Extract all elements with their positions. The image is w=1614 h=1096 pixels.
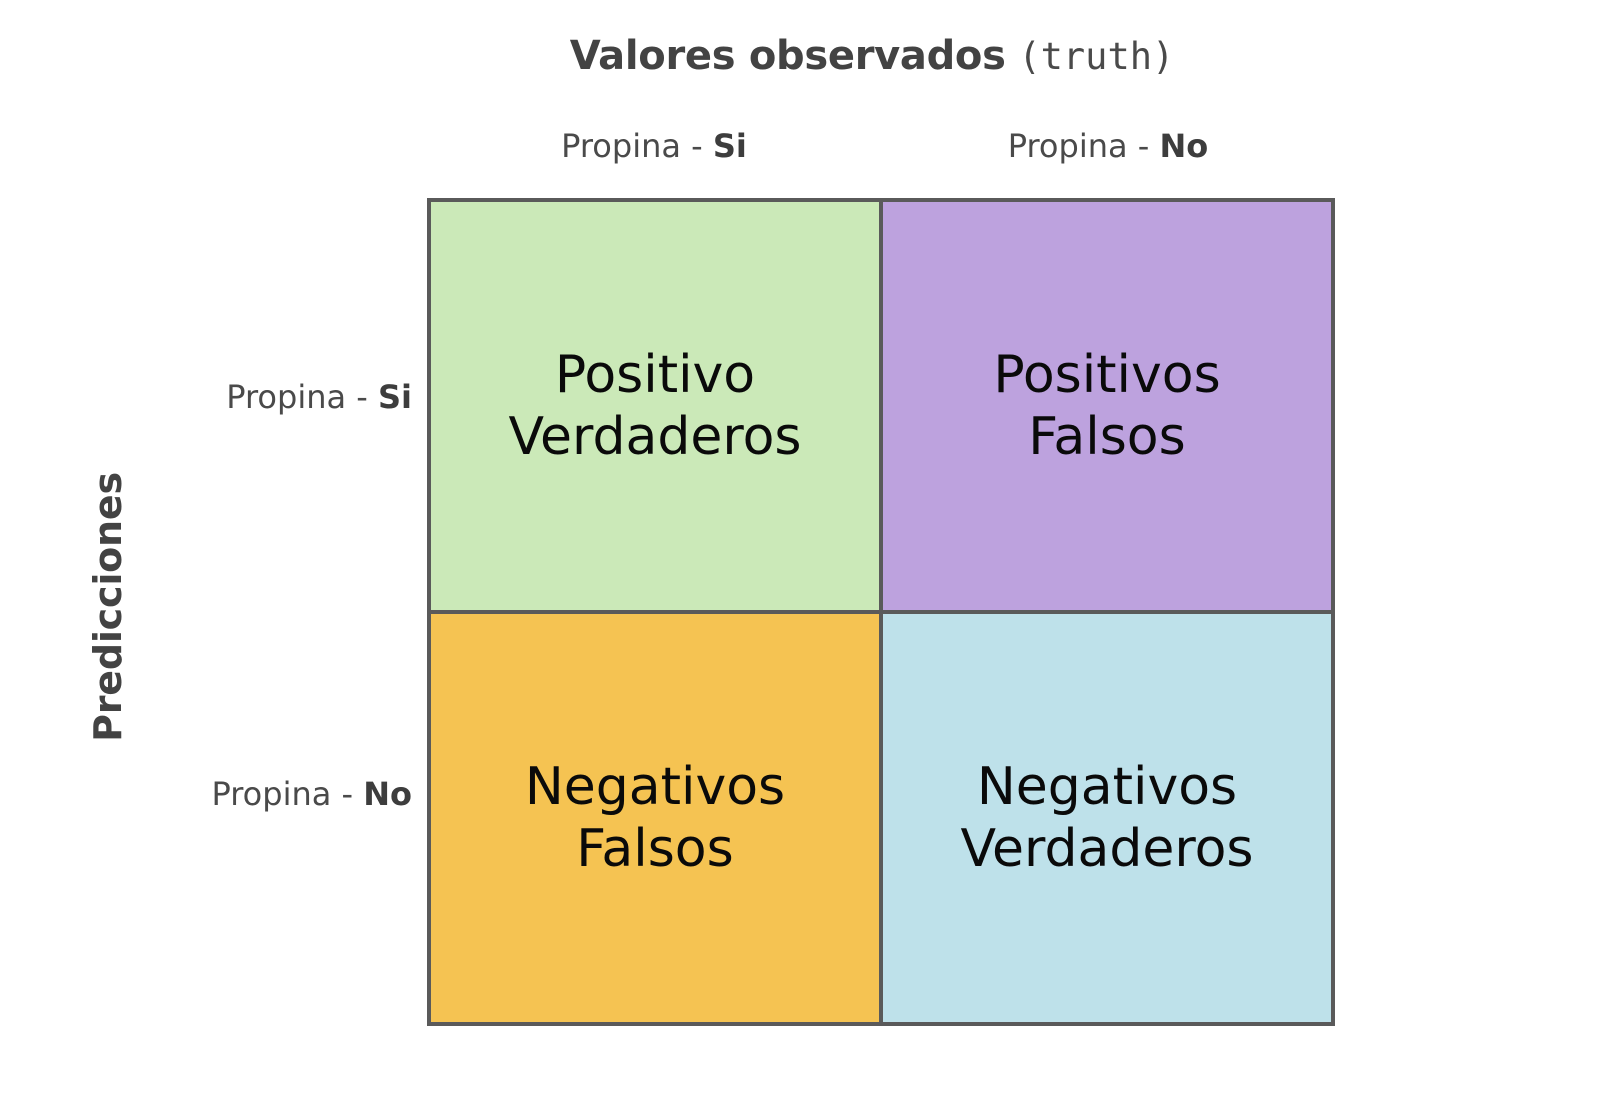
cell-true-positive: Positivo Verdaderos bbox=[431, 202, 879, 610]
cell-false-positive: Positivos Falsos bbox=[883, 202, 1331, 610]
title-sub-text: (truth) bbox=[1018, 35, 1175, 78]
rows-axis-label: Predicciones bbox=[86, 472, 130, 742]
cell-false-negative: Negativos Falsos bbox=[431, 614, 879, 1022]
column-header-no-prefix: Propina - bbox=[1007, 127, 1160, 165]
cell-false-positive-line2: Falsos bbox=[1028, 407, 1186, 467]
row-header-no: Propina - No bbox=[0, 772, 412, 816]
column-header-si: Propina - Si bbox=[427, 124, 881, 168]
confusion-matrix-grid: Positivo Verdaderos Positivos Falsos Neg… bbox=[427, 198, 1335, 1026]
cell-true-negative-line2: Verdaderos bbox=[960, 819, 1254, 879]
column-header-si-prefix: Propina - bbox=[561, 127, 713, 165]
cell-false-negative-line2: Falsos bbox=[576, 819, 734, 879]
title-main-text: Valores observados bbox=[569, 33, 1006, 79]
row-header-no-prefix: Propina - bbox=[211, 775, 364, 813]
row-header-no-value: No bbox=[363, 775, 412, 813]
cell-true-positive-line1: Positivo bbox=[554, 345, 756, 405]
cell-true-positive-label: Positivo Verdaderos bbox=[508, 344, 801, 468]
page-title: Valores observados (truth) bbox=[0, 28, 1614, 85]
cell-false-positive-line1: Positivos bbox=[993, 345, 1221, 405]
column-header-si-value: Si bbox=[712, 127, 747, 165]
row-header-si: Propina - Si bbox=[0, 375, 412, 419]
cell-false-negative-label: Negativos Falsos bbox=[525, 756, 785, 880]
cell-true-negative: Negativos Verdaderos bbox=[883, 614, 1331, 1022]
cell-false-positive-label: Positivos Falsos bbox=[993, 344, 1220, 468]
cell-true-negative-label: Negativos Verdaderos bbox=[960, 756, 1253, 880]
column-headers: Propina - Si Propina - No bbox=[427, 124, 1335, 168]
column-header-no-value: No bbox=[1159, 127, 1209, 165]
cell-true-negative-line1: Negativos bbox=[976, 757, 1238, 817]
row-header-si-prefix: Propina - bbox=[226, 378, 378, 416]
column-header-no: Propina - No bbox=[881, 124, 1335, 168]
cell-false-negative-line1: Negativos bbox=[524, 757, 786, 817]
row-header-si-value: Si bbox=[377, 378, 412, 416]
cell-true-positive-line2: Verdaderos bbox=[508, 407, 802, 467]
